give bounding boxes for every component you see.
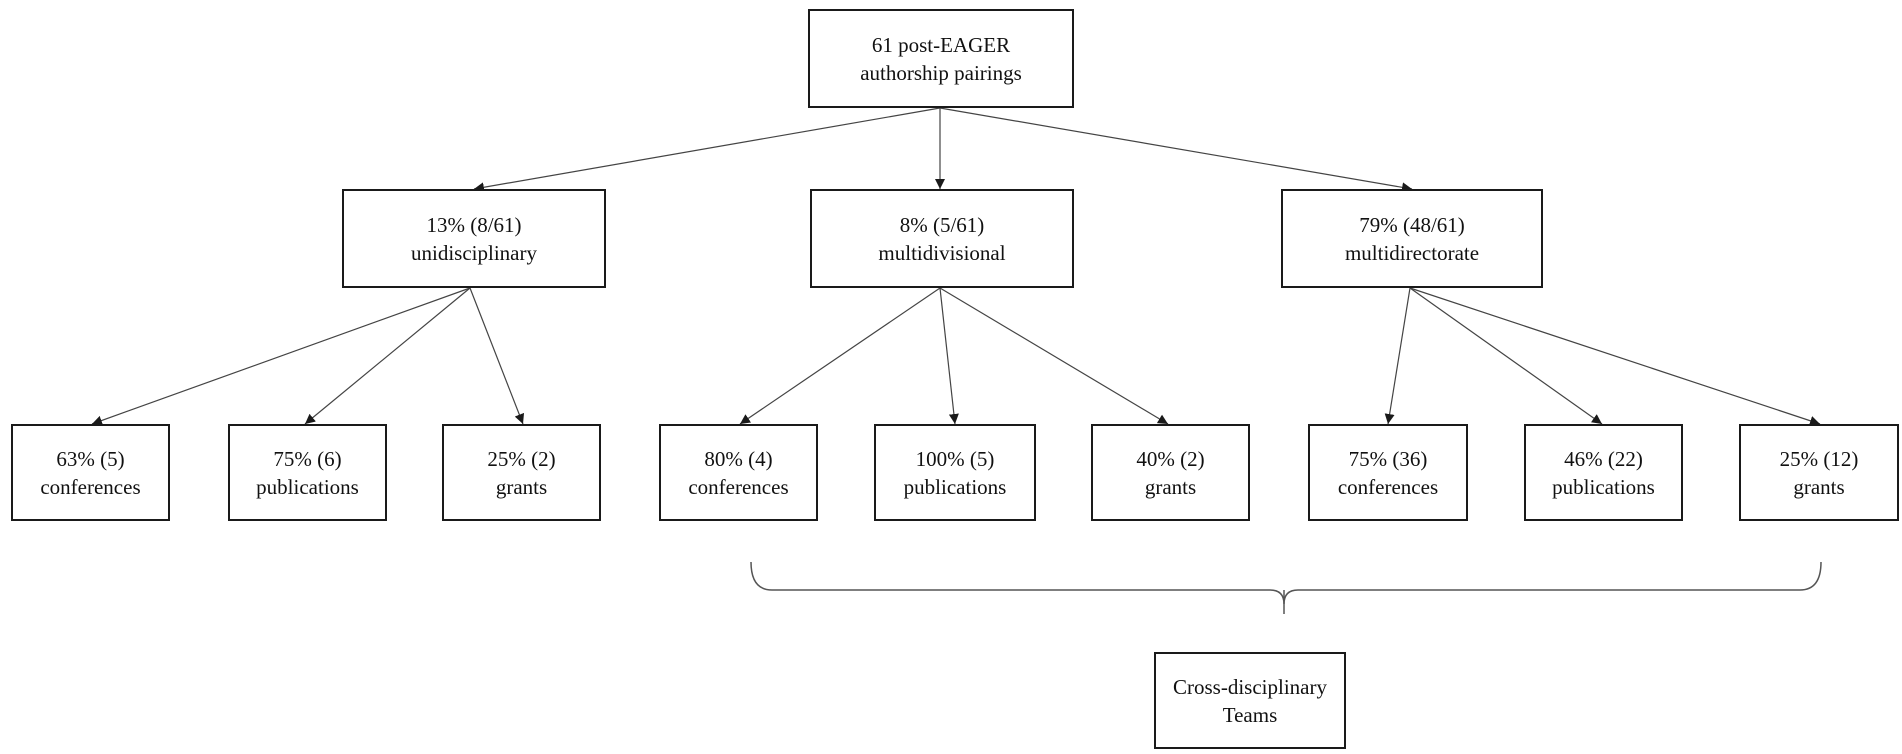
cross-disciplinary-line2: Teams (1222, 702, 1278, 727)
outcome-label: publications (903, 474, 1007, 499)
arrow-div-to-publications (939, 287, 959, 425)
outcome-label: conferences (1337, 474, 1439, 499)
outcome-value: 80% (4) (704, 446, 773, 471)
arrow-root-to-multidirectorate (939, 107, 1413, 193)
multidirectorate-grants-node: 25% (12) grants (1739, 424, 1899, 521)
outcome-value: 40% (2) (1136, 446, 1205, 471)
unidisciplinary-label: unidisciplinary (411, 240, 537, 265)
outcome-label: publications (256, 474, 359, 499)
arrow-uni-to-publications (304, 287, 471, 425)
multidivisional-label: multidivisional (878, 240, 1006, 265)
multidivisional-conferences-node: 80% (4) conferences (659, 424, 818, 521)
multidivisional-grants-node: 40% (2) grants (1091, 424, 1250, 521)
outcome-label: grants (1793, 474, 1845, 499)
multidivisional-node: 8% (5/61) multidivisional (810, 189, 1074, 288)
outcome-value: 100% (5) (915, 446, 995, 471)
root-node: 61 post-EAGER authorship pairings (808, 9, 1074, 108)
root-line2: authorship pairings (860, 60, 1022, 85)
outcome-value: 25% (12) (1779, 446, 1859, 471)
multidirectorate-share: 79% (48/61) (1359, 212, 1465, 237)
unidisciplinary-grants-node: 25% (2) grants (442, 424, 601, 521)
root-line1: 61 post-EAGER (871, 32, 1011, 57)
unidisciplinary-conferences-node: 63% (5) conferences (11, 424, 170, 521)
multidirectorate-conferences-node: 75% (36) conferences (1308, 424, 1468, 521)
arrow-uni-to-conferences (91, 287, 471, 426)
unidisciplinary-node: 13% (8/61) unidisciplinary (342, 189, 606, 288)
multidirectorate-label: multidirectorate (1344, 240, 1480, 265)
cross-disciplinary-teams-node: Cross-disciplinary Teams (1154, 652, 1346, 749)
unidisciplinary-publications-node: 75% (6) publications (228, 424, 387, 521)
cross-disciplinary-line1: Cross-disciplinary (1173, 674, 1327, 699)
outcome-value: 25% (2) (487, 446, 556, 471)
arrow-uni-to-grants (469, 287, 525, 425)
arrow-dir-to-conferences (1384, 287, 1411, 425)
outcome-label: grants (495, 474, 548, 499)
grouping-brace (750, 561, 1822, 605)
outcome-value: 75% (36) (1348, 446, 1428, 471)
arrow-div-to-conferences (739, 287, 941, 425)
arrow-div-to-grants (939, 287, 1169, 425)
arrow-root-to-unidisciplinary (473, 107, 941, 193)
outcome-label: conferences (40, 474, 141, 499)
outcome-value: 46% (22) (1564, 446, 1643, 471)
multidirectorate-node: 79% (48/61) multidirectorate (1281, 189, 1543, 288)
multidirectorate-publications-node: 46% (22) publications (1524, 424, 1683, 521)
outcome-value: 75% (6) (273, 446, 342, 471)
outcome-label: conferences (688, 474, 789, 499)
outcome-value: 63% (5) (56, 446, 125, 471)
multidivisional-share: 8% (5/61) (899, 212, 985, 237)
multidivisional-publications-node: 100% (5) publications (874, 424, 1036, 521)
arrow-dir-to-publications (1409, 287, 1603, 425)
outcome-label: publications (1552, 474, 1655, 499)
outcome-label: grants (1144, 474, 1197, 499)
arrow-dir-to-grants (1409, 287, 1821, 426)
unidisciplinary-share: 13% (8/61) (426, 212, 522, 237)
